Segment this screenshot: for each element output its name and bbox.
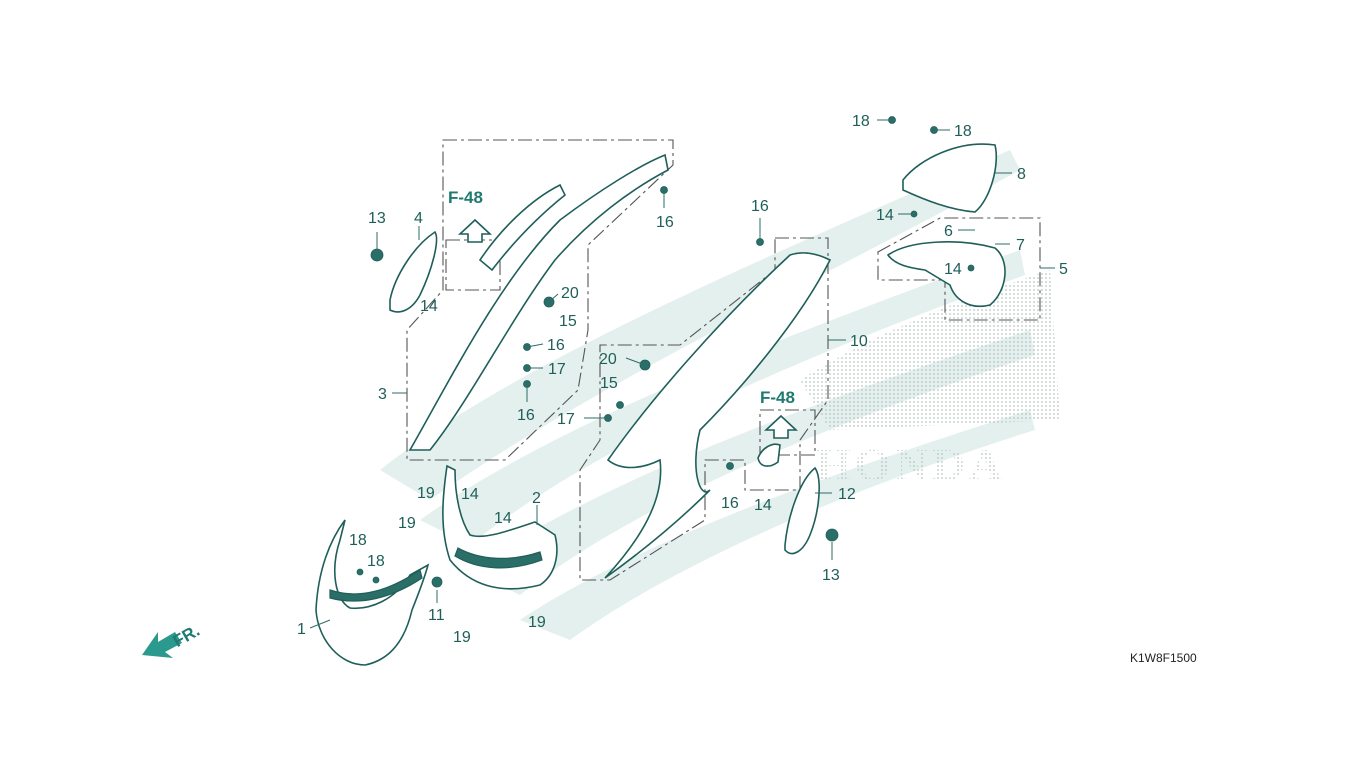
ref-label-f48-right: F-48 — [760, 388, 795, 407]
part-number-label: 19 — [453, 629, 471, 646]
part-number-label: 16 — [751, 198, 769, 215]
part-number-label: 16 — [721, 495, 739, 512]
part-number-label: 17 — [548, 361, 566, 378]
part-rear-cover-lower — [886, 241, 1006, 307]
part-number-label: 2 — [532, 490, 541, 507]
part-number-label: 13 — [368, 210, 386, 227]
honda-wing-watermark: HONDA — [380, 150, 1060, 640]
part-inspection-lid — [757, 443, 781, 467]
part-number-label: 15 — [600, 375, 618, 392]
part-number-label: 1 — [297, 621, 306, 638]
part-number-label: 19 — [417, 485, 435, 502]
part-number-label: 20 — [599, 351, 617, 368]
part-number-label: 8 — [1017, 166, 1026, 183]
part-right-bracket — [784, 466, 820, 555]
part-number-label: 13 — [822, 567, 840, 584]
front-direction-arrow: FR. — [142, 621, 203, 658]
part-number-label: 17 — [557, 411, 575, 428]
part-left-bracket — [389, 230, 438, 313]
part-number-label: 14 — [876, 207, 894, 224]
part-number-label: 16 — [656, 214, 674, 231]
part-number-label: 4 — [414, 210, 423, 227]
reference-arrows — [457, 218, 799, 439]
part-number-label: 7 — [1016, 237, 1025, 254]
part-right-side-cover — [604, 252, 832, 579]
part-number-label: 10 — [850, 333, 868, 350]
part-rear-cover-top — [902, 143, 998, 213]
part-number-label: 19 — [528, 614, 546, 631]
part-number-label: 16 — [517, 407, 535, 424]
part-number-label: 15 — [559, 313, 577, 330]
part-number-label: 14 — [420, 298, 438, 315]
part-number-label: 6 — [944, 223, 953, 240]
part-number-labels: 1 2 3 4 5 6 7 8 10 11 12 13 13 14 14 14 … — [297, 113, 1068, 646]
part-number-label: 14 — [754, 497, 772, 514]
part-number-label: 14 — [494, 510, 512, 527]
ref-label-f48-left: F-48 — [448, 188, 483, 207]
watermark-text: HONDA — [815, 439, 1006, 490]
part-number-label: 20 — [561, 285, 579, 302]
part-number-label: 18 — [349, 532, 367, 549]
leader-lines — [309, 119, 1055, 629]
part-number-label: 18 — [367, 553, 385, 570]
part-number-label: 18 — [852, 113, 870, 130]
part-number-label: 14 — [461, 486, 479, 503]
part-front-cover — [315, 519, 430, 666]
part-number-label: 5 — [1059, 261, 1068, 278]
part-inner-front-cover — [442, 464, 558, 590]
part-number-label: 19 — [398, 515, 416, 532]
part-number-label: 12 — [838, 486, 856, 503]
diagram-code: K1W8F1500 — [1130, 651, 1197, 665]
part-number-label: 16 — [547, 337, 565, 354]
part-number-label: 11 — [428, 607, 445, 624]
part-left-side-cover — [408, 153, 669, 451]
part-number-label: 14 — [944, 261, 962, 278]
part-number-label: 18 — [954, 123, 972, 140]
part-number-label: 3 — [378, 386, 387, 403]
